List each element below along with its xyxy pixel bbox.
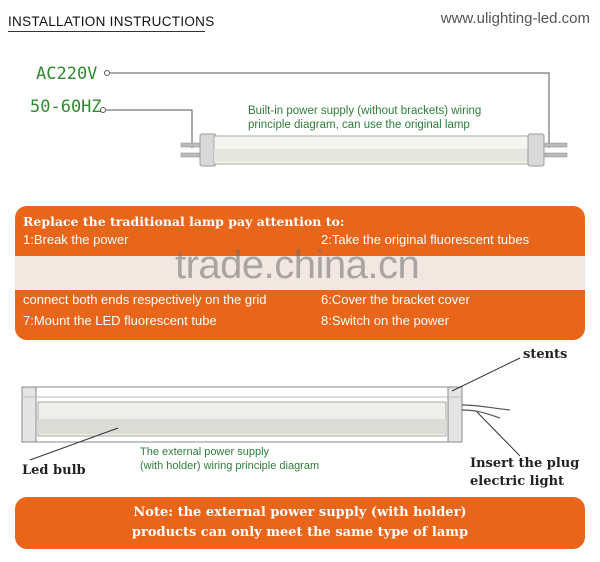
page-title: INSTALLATION INSTRUCTIONS — [8, 14, 215, 29]
pointer-lines — [29, 357, 521, 461]
diagram2-caption: The external power supply (with holder) … — [140, 445, 400, 473]
tube-with-holder-diagram2 — [21, 386, 511, 443]
frequency-label: 50-60HZ — [30, 97, 102, 117]
diagram1-caption-line2: principle diagram, can use the original … — [248, 119, 470, 131]
tube-diagram1 — [180, 133, 568, 167]
step-2: 2:Take the original fluorescent tubes — [321, 232, 530, 247]
watermark-band — [15, 256, 585, 290]
step-8: 8:Switch on the power — [321, 313, 449, 328]
step-7: 7:Mount the LED fluorescent tube — [23, 313, 217, 328]
led-bulb-label: Led bulb — [22, 463, 86, 478]
diagram1-caption-line1: Built-in power supply (without brackets)… — [248, 105, 482, 117]
replace-instructions-panel: Replace the traditional lamp pay attenti… — [15, 206, 585, 340]
website-url: www.ulighting-led.com — [440, 10, 590, 27]
electric-light-label: electric light — [470, 474, 565, 489]
panel-heading: Replace the traditional lamp pay attenti… — [23, 214, 345, 229]
stents-label: stents — [523, 347, 568, 362]
note-line-1: Note: the external power supply (with ho… — [133, 505, 467, 520]
step-6: 6:Cover the bracket cover — [321, 292, 470, 307]
diagram2-caption-line1: The external power supply — [140, 446, 270, 458]
diagram1-wires — [100, 70, 550, 148]
step-5: connect both ends respectively on the gr… — [23, 292, 267, 307]
step-1: 1:Break the power — [23, 232, 129, 247]
diagram1-caption: Built-in power supply (without brackets)… — [248, 104, 548, 132]
title-underline — [8, 31, 205, 32]
note-panel: Note: the external power supply (with ho… — [15, 497, 585, 549]
watermark: trade.china.cn — [175, 243, 420, 287]
note-line-2: products can only meet the same type of … — [131, 525, 469, 540]
insert-plug-label: Insert the plug — [470, 456, 580, 471]
diagram2-caption-line2: (with holder) wiring principle diagram — [140, 460, 320, 472]
ac-voltage-label: AC220V — [36, 64, 98, 84]
